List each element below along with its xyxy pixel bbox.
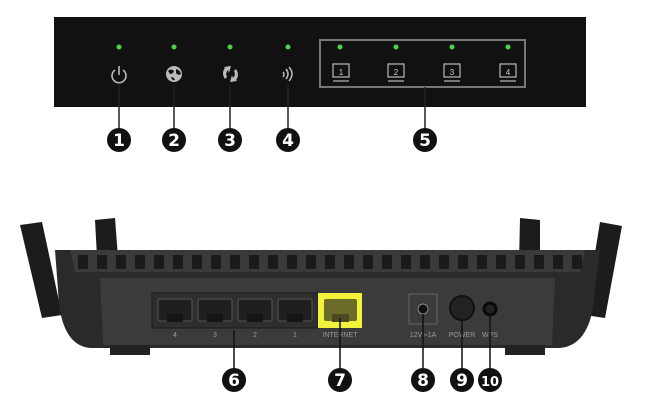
globe-icon (166, 66, 182, 82)
callout-number: 6 (228, 371, 240, 391)
callout-4: 4 (276, 128, 300, 152)
vent-slot (325, 255, 335, 269)
vent-slot (230, 255, 240, 269)
vent-slot (344, 255, 354, 269)
power-icon (111, 66, 127, 84)
vent-slot (78, 255, 88, 269)
vent-slot (401, 255, 411, 269)
callout-number: 7 (334, 371, 346, 391)
vent-slot (116, 255, 126, 269)
vent-slot (477, 255, 487, 269)
wps-button (482, 301, 498, 317)
lan-port-label: 1 (293, 332, 297, 339)
vent-slot (382, 255, 392, 269)
vent-slot (363, 255, 373, 269)
vent-slot (154, 255, 164, 269)
callout-number: 9 (456, 371, 468, 391)
lan-icon: 2 (387, 63, 405, 82)
vent-slot (534, 255, 544, 269)
vent-slot (306, 255, 316, 269)
vent-slot (496, 255, 506, 269)
led-indicator (393, 44, 399, 50)
lan-icon-number: 2 (394, 68, 399, 77)
callout-6: 6 (222, 368, 246, 392)
lan-port-label: 3 (213, 332, 217, 339)
callout-number: 10 (481, 375, 499, 390)
wireless-icon (282, 66, 293, 82)
wps-arrows-icon (223, 66, 238, 82)
callout-8: 8 (411, 368, 435, 392)
lan-port: 2 (237, 298, 273, 339)
led-indicator (337, 44, 343, 50)
callout-number: 3 (224, 131, 236, 151)
lan-port-label: 2 (253, 332, 257, 339)
led-indicator (171, 44, 177, 50)
vent-slot (572, 255, 582, 269)
vent-slot (439, 255, 449, 269)
vent-slot (287, 255, 297, 269)
lan-icon: 3 (443, 63, 461, 82)
led-indicator (227, 44, 233, 50)
lan-icon-number: 1 (339, 68, 344, 77)
led-indicator (449, 44, 455, 50)
vent-slot (135, 255, 145, 269)
led-indicator (116, 44, 122, 50)
callout-number: 5 (419, 131, 431, 151)
callout-7: 7 (328, 368, 352, 392)
callout-number: 2 (168, 131, 180, 151)
vent-slot (553, 255, 563, 269)
callout-3: 3 (218, 128, 242, 152)
vent-slot (458, 255, 468, 269)
vent-slot (249, 255, 259, 269)
vent-slot (420, 255, 430, 269)
lan-port: 4 (157, 298, 193, 339)
lan-port-label: 4 (173, 332, 177, 339)
callout-5: 5 (413, 128, 437, 152)
lan-icon: 4 (499, 63, 517, 82)
vent-slot (211, 255, 221, 269)
lan-led-group-frame (319, 39, 526, 88)
vent-slot (268, 255, 278, 269)
callout-number: 4 (282, 131, 294, 151)
power-button (449, 295, 475, 321)
lan-port: 1 (277, 298, 313, 339)
callout-number: 1 (113, 131, 125, 151)
power-jack (417, 303, 429, 315)
vent-slot (97, 255, 107, 269)
lan-icon: 1 (332, 63, 350, 82)
vent-slot (515, 255, 525, 269)
callout-9: 9 (450, 368, 474, 392)
vent-slot (173, 255, 183, 269)
lan-icon-number: 3 (450, 68, 455, 77)
vent-slot (192, 255, 202, 269)
callout-1: 1 (107, 128, 131, 152)
callout-2: 2 (162, 128, 186, 152)
lan-icon-number: 4 (506, 68, 511, 77)
lan-port: 3 (197, 298, 233, 339)
led-indicator (285, 44, 291, 50)
led-indicator (505, 44, 511, 50)
callout-10: 10 (478, 368, 502, 392)
callout-number: 8 (417, 371, 429, 391)
